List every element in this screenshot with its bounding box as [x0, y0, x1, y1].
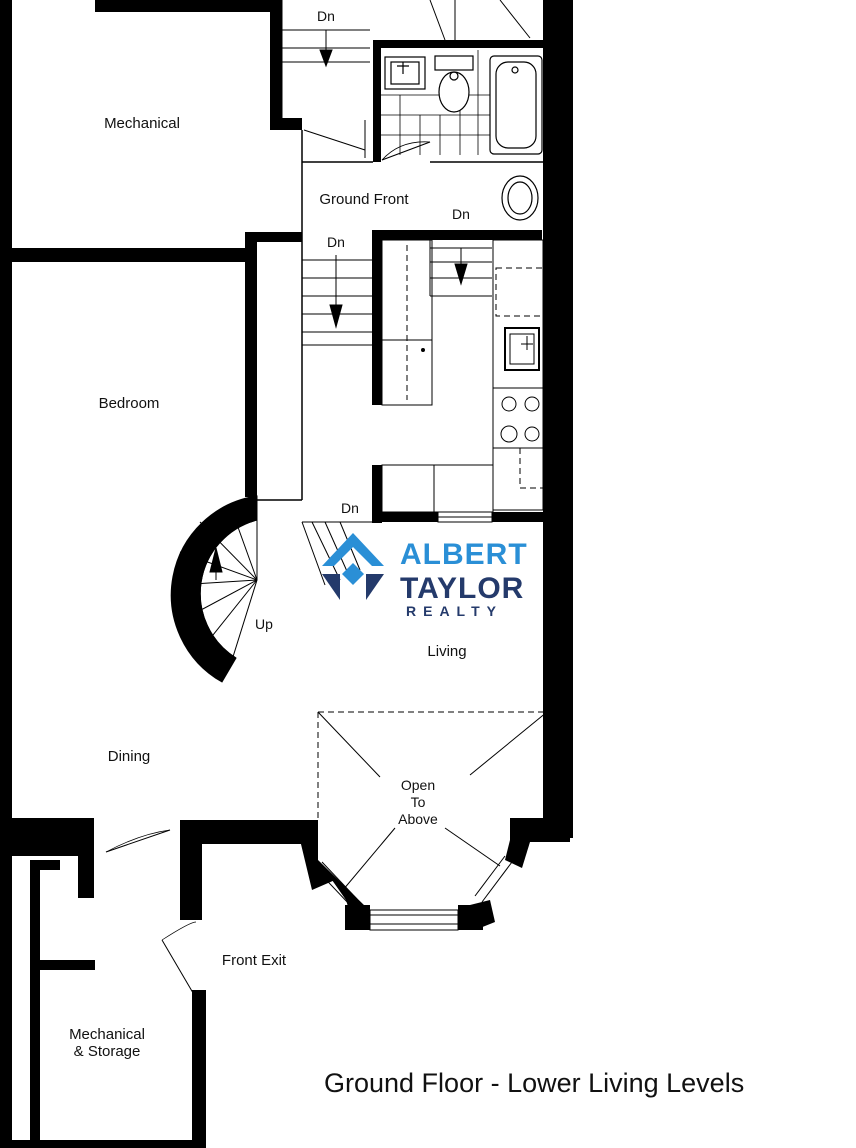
- stair-top: [281, 0, 531, 158]
- logo-text-taylor: TAYLOR: [400, 572, 524, 605]
- open-to-above-line-3: Above: [398, 811, 438, 827]
- open-to-above-line-2: To: [411, 794, 426, 810]
- stair-label-dn-left: Dn: [327, 234, 345, 250]
- exterior-walls: [0, 0, 573, 1148]
- plan-title: Ground Floor - Lower Living Levels: [324, 1068, 744, 1098]
- bay-window: [300, 840, 530, 931]
- bathroom: [381, 50, 543, 221]
- room-label-front-exit: Front Exit: [222, 952, 287, 969]
- stair-label-dn-top: Dn: [317, 8, 335, 24]
- room-labels: Mechanical Bedroom Ground Front Living D…: [69, 115, 467, 1060]
- spiral-stair: [170, 495, 372, 683]
- stair-middle: [302, 232, 492, 346]
- room-label-mechanical: Mechanical: [104, 115, 180, 132]
- room-label-living: Living: [427, 643, 466, 660]
- kitchen: [381, 239, 545, 523]
- doors: [105, 829, 197, 999]
- stair-label-dn-bottom: Dn: [341, 500, 359, 516]
- open-to-above: [317, 711, 548, 891]
- room-label-mechanical-storage-1: Mechanical: [69, 1026, 145, 1043]
- room-label-dining: Dining: [108, 748, 151, 765]
- logo-text-realty: REALTY: [406, 603, 503, 619]
- open-to-above-label: Open To Above: [398, 777, 438, 827]
- logo-text-albert: ALBERT: [400, 538, 528, 571]
- interior-walls: [257, 130, 543, 501]
- realty-logo: ALBERT TAYLOR REALTY: [322, 533, 528, 619]
- house-logo-icon: [322, 533, 384, 600]
- room-label-ground-front: Ground Front: [319, 191, 409, 208]
- stair-labels: Dn Dn Dn Dn Up: [255, 8, 470, 632]
- room-label-mechanical-storage-2: & Storage: [74, 1043, 141, 1060]
- stair-label-up: Up: [255, 616, 273, 632]
- open-to-above-line-1: Open: [401, 777, 435, 793]
- room-label-bedroom: Bedroom: [99, 395, 160, 412]
- stair-label-dn-right: Dn: [452, 206, 470, 222]
